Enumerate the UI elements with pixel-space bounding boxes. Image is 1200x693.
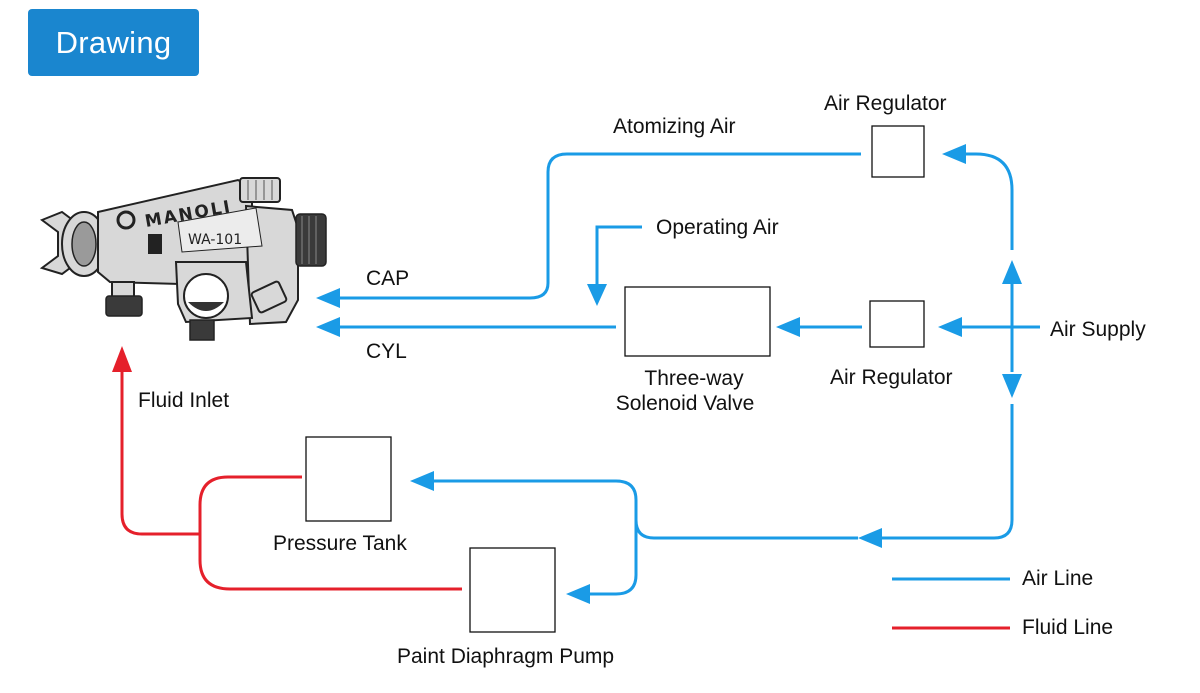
legend-air-label: Air Line <box>1022 567 1093 590</box>
legend: Air Line Fluid Line <box>892 567 1113 639</box>
spray-gun-illustration: MANOLI WA-101 <box>39 177 327 341</box>
air-supply-label: Air Supply <box>1050 318 1146 341</box>
air-regulator-top-box <box>871 125 925 178</box>
operating-air-arrowhead <box>587 284 607 306</box>
solenoid-valve-label-line2: Solenoid Valve <box>616 392 755 415</box>
pump-fluid-line <box>198 534 462 591</box>
top-regulator-arrowhead <box>942 144 966 164</box>
cap-label: CAP <box>366 267 409 290</box>
air-regulator-mid-label: Air Regulator <box>830 366 953 389</box>
air-regulator-top-label: Air Regulator <box>824 92 947 115</box>
supply-trunk-lower <box>882 404 1014 540</box>
pump-air-line <box>434 479 858 540</box>
diaphragm-pump-box <box>469 547 556 633</box>
pump-feed-line <box>590 520 638 596</box>
gun-model-text: WA-101 <box>188 232 242 248</box>
pump-inlet-arrowhead <box>566 584 590 604</box>
atomizing-air-line <box>340 152 861 300</box>
operating-air-label: Operating Air <box>656 216 779 239</box>
cyl-arrowhead <box>316 317 340 337</box>
cyl-label: CYL <box>366 340 407 363</box>
supply-trunk-upper <box>966 152 1014 250</box>
pressure-tank-box <box>305 436 392 522</box>
valve-inlet-arrowhead <box>776 317 800 337</box>
section-title: Drawing <box>55 25 172 60</box>
solenoid-valve-label-line1: Three-way <box>644 367 744 390</box>
trunk-down-arrowhead <box>1002 374 1022 398</box>
return-arrowhead <box>858 528 882 548</box>
section-title-badge: Drawing <box>28 9 199 76</box>
regulator-inlet-arrowhead <box>938 317 962 337</box>
fluid-inlet-label: Fluid Inlet <box>138 389 229 412</box>
trunk-up-arrowhead <box>1002 260 1022 284</box>
operating-air-line <box>595 225 642 284</box>
atomizing-air-label: Atomizing Air <box>613 115 736 138</box>
fluid-inlet-arrowhead <box>112 346 132 372</box>
tank-inlet-arrowhead <box>410 471 434 491</box>
pressure-tank-label: Pressure Tank <box>273 532 407 555</box>
solenoid-valve-box <box>624 286 771 357</box>
air-regulator-mid-box <box>869 300 925 348</box>
legend-fluid-label: Fluid Line <box>1022 616 1113 639</box>
diaphragm-pump-label: Paint Diaphragm Pump <box>397 645 614 668</box>
cap-arrowhead <box>316 288 340 308</box>
